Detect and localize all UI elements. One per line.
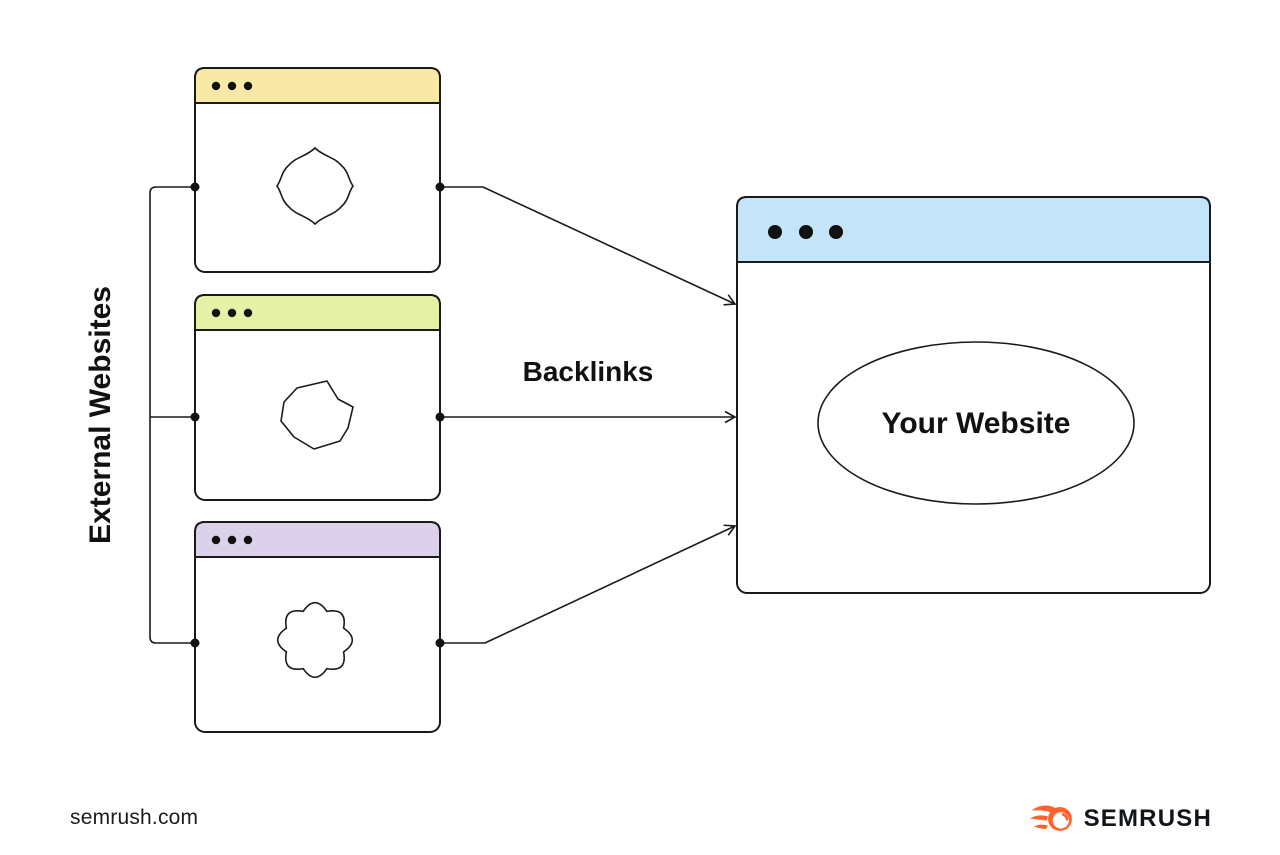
external-website-window-1 bbox=[194, 67, 441, 273]
jagged-blob-icon bbox=[280, 380, 354, 450]
flower-blob-icon bbox=[276, 601, 354, 679]
semrush-logo: SEMRUSH bbox=[1029, 800, 1212, 838]
window-dots-icon bbox=[211, 535, 253, 545]
your-website-window: Your Website bbox=[736, 196, 1211, 594]
connector-dots bbox=[190, 182, 445, 648]
semrush-flame-ball-icon bbox=[1029, 805, 1072, 831]
browser-titlebar bbox=[736, 196, 1211, 263]
your-website-label: Your Website bbox=[882, 407, 1071, 440]
semrush-wordmark: SEMRUSH bbox=[1083, 805, 1212, 832]
window-dots-icon bbox=[768, 225, 843, 239]
backlink-arrow-1 bbox=[440, 186, 737, 306]
backlink-arrows bbox=[440, 186, 737, 644]
browser-titlebar bbox=[194, 294, 441, 331]
window-dots-icon bbox=[211, 308, 253, 318]
external-websites-label: External Websites bbox=[84, 286, 117, 544]
your-website-ellipse bbox=[817, 341, 1135, 505]
source-site-text: semrush.com bbox=[70, 806, 199, 829]
external-website-window-3 bbox=[194, 521, 441, 733]
backlinks-label: Backlinks bbox=[523, 356, 654, 387]
browser-titlebar bbox=[194, 521, 441, 558]
external-website-window-2 bbox=[194, 294, 441, 501]
backlink-arrow-3 bbox=[440, 524, 737, 644]
browser-titlebar bbox=[194, 67, 441, 104]
external-bracket-connector bbox=[149, 186, 195, 644]
window-dots-icon bbox=[211, 81, 253, 91]
diamond-blob-icon bbox=[276, 146, 354, 226]
